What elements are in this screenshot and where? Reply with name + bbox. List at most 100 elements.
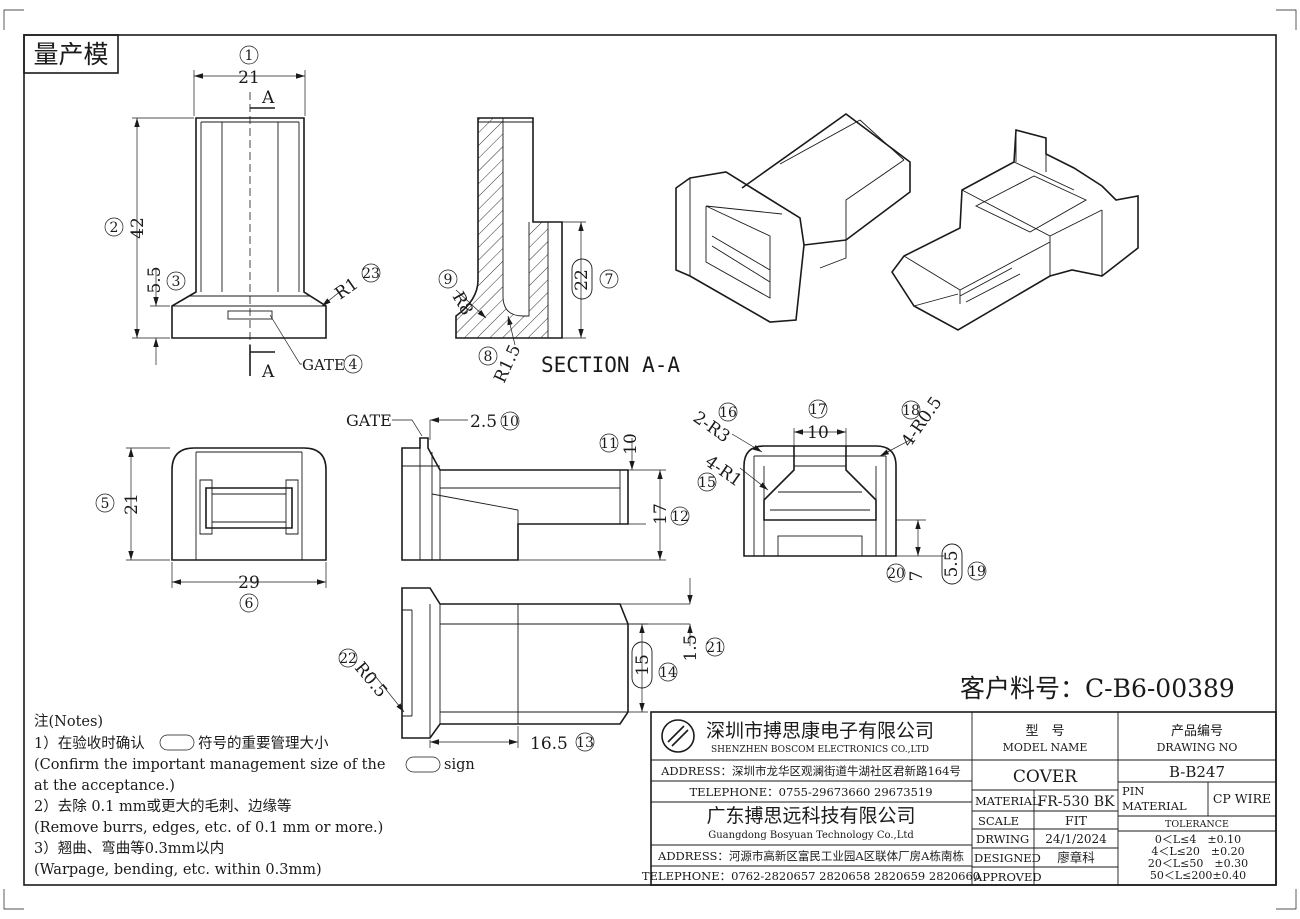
dim-21-left: 21 [122,493,142,515]
balloon-4: 4 [343,354,363,374]
dim-22: 22 [572,269,592,291]
back-view: 10 2-R3 4-R0.5 4-R1 7 5.5 [689,393,963,585]
drawing-no-label-cn: 产品编号 [1171,724,1223,739]
svg-text:13: 13 [576,735,594,751]
balloon-2: 2 [104,217,124,237]
note-3-cn: 3）翘曲、弯曲等0.3mm以内 [34,839,224,857]
dim-r1: R1 [331,274,362,304]
section-view: 22 R8 R1.5 SECTION A-A [448,117,680,386]
svg-text:2: 2 [110,220,119,236]
balloon-8: 8 [478,346,498,366]
address2: ADDRESS：河源市高新区富民工业园A区联体厂房A栋南栋 [657,849,964,863]
svg-text:16: 16 [719,405,737,421]
note-1-en-a: (Confirm the important management size o… [34,757,385,773]
dim-10-back: 10 [807,423,829,443]
iso-view-left [675,113,911,323]
svg-text:22: 22 [339,651,357,667]
note-1-cn-b: 符号的重要管理大小 [198,735,329,752]
notes-title: 注(Notes) [34,713,103,730]
balloon-22: 22 [338,648,358,668]
svg-text:9: 9 [444,272,453,288]
svg-text:10: 10 [501,414,519,430]
note-1-cn-a: 1）在验收时确认 [34,735,145,752]
note-3-en: (Warpage, bending, etc. within 0.3mm) [34,862,322,878]
balloons: 1 2 3 4 5 6 7 8 9 10 11 12 13 14 15 16 1… [95,45,987,752]
designed-label: DESIGNED [974,851,1041,865]
gate-label-front: GATE [302,356,345,374]
company1-cn: 深圳市搏思康电子有限公司 [706,720,934,742]
front-view: A A 21 42 5.5 R1 GATE [128,68,362,382]
address1: ADDRESS：深圳市龙华区观澜街道牛湖社区君新路164号 [660,764,961,778]
designed-value: 廖章科 [1057,850,1095,865]
note-2-cn: 2）去除 0.1 mm或更大的毛刺、边缘等 [34,797,292,815]
svg-text:8: 8 [484,349,493,365]
customer-part-number: 客户料号：C-B6-00389 [960,674,1235,703]
svg-text:12: 12 [671,509,689,525]
svg-text:20: 20 [887,566,905,582]
balloon-19: 19 [967,561,987,581]
dim-29: 29 [238,573,260,593]
dim-10-side: 10 [621,433,641,455]
scale-value: FIT [1065,813,1088,828]
dim-21-top: 21 [238,68,260,88]
note-1-en-b: sign [444,757,475,773]
balloon-10: 10 [500,411,520,431]
company2-cn: 广东搏思远科技有限公司 [706,805,915,827]
balloon-18: 18 [901,400,921,420]
dim-4-r0-5: 4-R0.5 [898,393,947,451]
pin-material-label-2: MATERIAL [1122,799,1187,813]
pin-material-value: CP WIRE [1213,791,1271,806]
balloon-5: 5 [95,493,115,513]
balloon-3: 3 [166,271,186,291]
balloon-23: 23 [361,263,381,283]
balloon-17: 17 [808,399,828,419]
drwing-label: DRWING [976,832,1029,846]
tolerance-row-2: 4＜L≤20 ±0.20 [1151,845,1244,858]
note-1-en-c: at the acceptance.) [34,778,175,794]
stage-label: 量产模 [33,40,108,69]
svg-text:19: 19 [968,564,986,580]
balloon-13: 13 [575,732,595,752]
tolerance-row-1: 0＜L≤4 ±0.10 [1155,833,1241,846]
note-oval-symbol [159,734,195,751]
dim-42: 42 [128,217,148,239]
sheet-frame [3,9,1297,910]
dim-2-5: 2.5 [470,412,497,432]
balloon-15: 15 [697,472,717,492]
tolerance-row-3: 20＜L≤50 ±0.30 [1148,857,1248,870]
svg-text:3: 3 [172,274,181,290]
dim-16-5: 16.5 [530,734,568,754]
balloon-1: 1 [239,45,259,65]
company2-en: Guangdong Bosyuan Technology Co.,Ltd [708,830,914,841]
tolerance-row-4: 50＜L≤200±0.40 [1150,869,1246,882]
iso-view-right [891,128,1139,331]
balloon-21: 21 [705,637,725,657]
bottom-view: 1.5 15 R0.5 16.5 [350,578,701,754]
stage-label-box: 量产模 [23,34,119,74]
svg-text:15: 15 [698,475,716,491]
svg-text:5: 5 [101,496,110,512]
svg-text:21: 21 [706,640,724,656]
balloon-6: 6 [239,593,259,613]
model-value: COVER [1013,767,1078,787]
tolerance-label: TOLERANCE [1165,819,1229,830]
balloon-9: 9 [438,269,458,289]
note-2-en: (Remove burrs, edges, etc. of 0.1 mm or … [34,820,383,836]
company1-en: SHENZHEN BOSCOM ELECTRONICS CO.,LTD [711,745,929,755]
model-label-en: MODEL NAME [1003,741,1088,754]
svg-text:11: 11 [600,436,618,452]
balloon-14: 14 [658,662,678,682]
side-view: 17 10 GATE 2.5 [346,411,671,561]
svg-text:6: 6 [245,596,254,612]
approved-label: APPROVED [973,870,1042,884]
dim-5-5-back: 5.5 [942,550,962,577]
section-label: SECTION A-A [541,353,680,377]
balloon-16: 16 [718,402,738,422]
dim-15: 15 [633,654,653,676]
scale-label: SCALE [978,814,1019,828]
balloon-20: 20 [886,563,906,583]
dim-7: 7 [907,571,927,582]
dim-5-5: 5.5 [145,266,165,293]
section-mark-top: A [261,88,275,108]
